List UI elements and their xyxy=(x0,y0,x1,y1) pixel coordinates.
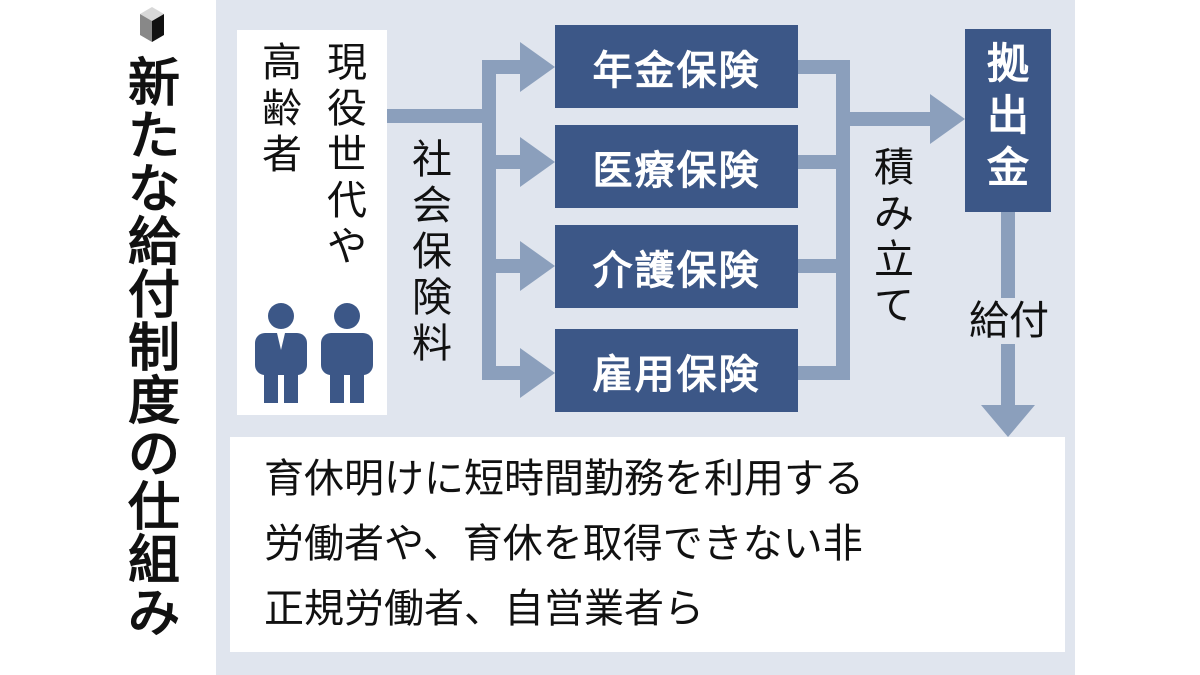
title-char: な xyxy=(127,160,180,220)
arrow-to-contribution xyxy=(836,112,932,126)
payers-label-col1: 現 役 世 代 や xyxy=(325,43,369,273)
recipients-line: 育休明けに短時間勤務を利用する xyxy=(264,456,864,502)
arrow-to-employment xyxy=(482,366,522,380)
payers-char: 者 xyxy=(262,132,302,178)
premium-char: 社 xyxy=(412,137,452,183)
arrow-head-contribution xyxy=(930,94,965,144)
accumulate-char: 立 xyxy=(874,237,914,283)
contribution-char: 拠 xyxy=(986,39,1029,88)
arrow-head-employment xyxy=(520,348,555,398)
arrow-head-pension xyxy=(520,42,555,92)
premium-label: 社 会 保 険 料 xyxy=(410,140,454,370)
title-char: た xyxy=(127,107,180,167)
contribution-char: 出 xyxy=(986,91,1029,140)
accumulate-label: 積 み 立 て xyxy=(872,148,916,332)
accumulate-char: て xyxy=(874,283,914,329)
title-char: 新 xyxy=(127,54,180,114)
title-char: 仕 xyxy=(127,478,180,538)
arrow-head-benefit xyxy=(981,405,1035,437)
payers-char: 代 xyxy=(327,178,367,224)
diagram-title: 新 た な 給 付 制 度 の 仕 組 み xyxy=(122,58,186,641)
premium-char: 険 xyxy=(412,275,452,321)
title-char: 付 xyxy=(127,266,180,326)
pension-insurance-box: 年金保険 xyxy=(555,25,798,108)
merge-medical xyxy=(798,155,843,169)
accumulate-char: 積 xyxy=(874,145,914,191)
recipients-line: 正規労働者、自営業者ら xyxy=(264,586,704,632)
care-insurance-box: 介護保険 xyxy=(555,225,798,308)
payers-char: 役 xyxy=(327,86,367,132)
payers-char: 高 xyxy=(262,40,302,86)
title-char: 度 xyxy=(127,372,180,432)
medical-insurance-box: 医療保険 xyxy=(555,125,798,208)
premium-char: 料 xyxy=(412,321,452,367)
arrow-premium-trunk xyxy=(387,109,489,123)
title-char: 給 xyxy=(127,213,180,273)
arrow-head-medical xyxy=(520,137,555,187)
arrow-branch-spine xyxy=(482,60,496,380)
contribution-box: 拠 出 金 xyxy=(965,29,1051,212)
payers-char: 齢 xyxy=(262,86,302,132)
title-char: 組 xyxy=(127,531,180,591)
arrow-to-care xyxy=(482,259,522,273)
employment-insurance-box: 雇用保険 xyxy=(555,329,798,412)
arrow-head-care xyxy=(520,241,555,291)
accumulate-char: み xyxy=(874,191,914,237)
premium-char: 会 xyxy=(412,183,452,229)
arrow-to-pension xyxy=(482,60,522,74)
merge-care xyxy=(798,259,843,273)
merge-pension xyxy=(798,60,843,74)
payers-char: 世 xyxy=(327,132,367,178)
merge-spine xyxy=(836,60,850,380)
payers-char: 現 xyxy=(327,40,367,86)
payers-char: や xyxy=(327,224,367,270)
contribution-char: 金 xyxy=(986,143,1029,192)
recipients-box: 育休明けに短時間勤務を利用する 労働者や、育休を取得できない非 正規労働者、自営… xyxy=(230,437,1065,652)
person-icon xyxy=(255,303,307,403)
title-char: み xyxy=(127,584,180,644)
benefit-label: 給付 xyxy=(945,298,1073,344)
premium-char: 保 xyxy=(412,229,452,275)
recipients-line: 労働者や、育休を取得できない非 xyxy=(264,521,863,567)
person-icon xyxy=(321,303,373,403)
title-char: 制 xyxy=(127,319,180,379)
payers-label-col2: 高 齢 者 xyxy=(260,43,304,181)
title-char: の xyxy=(127,425,180,485)
merge-employment xyxy=(798,366,843,380)
arrow-to-medical xyxy=(482,155,522,169)
